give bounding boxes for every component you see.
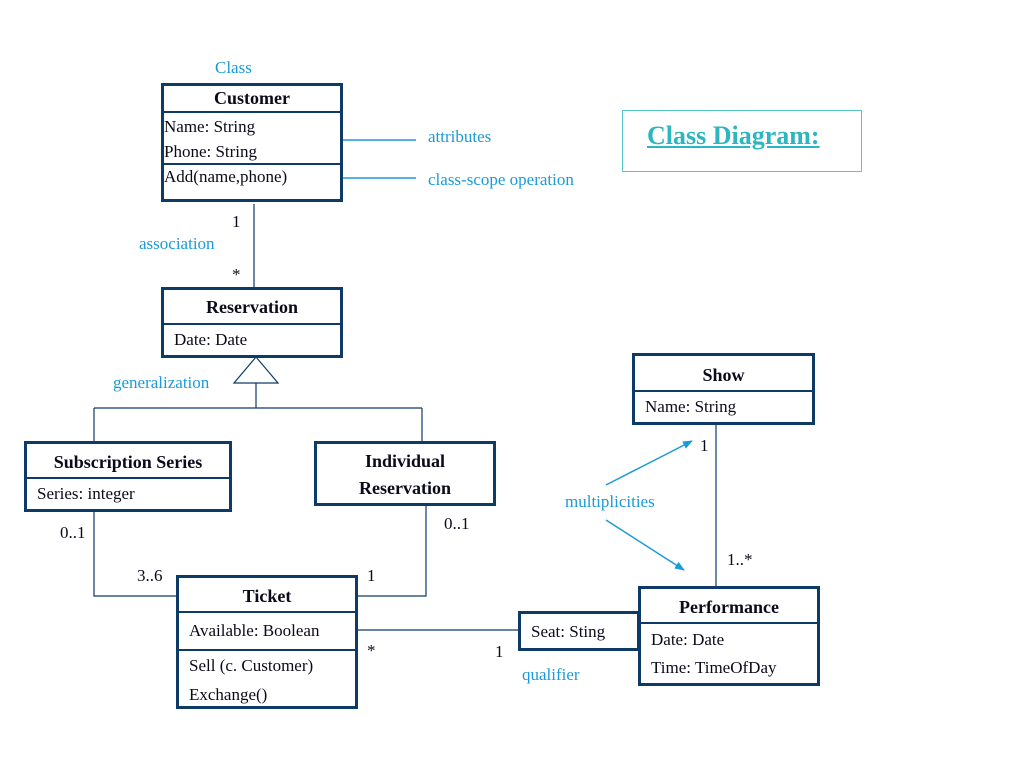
multiplicity-reservation: *	[232, 265, 241, 284]
class-ticket-operations: Sell (c. Customer) Exchange()	[179, 649, 355, 709]
subscription-ticket-line	[93, 511, 178, 597]
multiplicity-arrow-down	[605, 519, 685, 571]
attribute: Name: String	[164, 117, 256, 136]
attribute: Date: Date	[651, 630, 725, 649]
class-individual-name-line2: Reservation	[359, 478, 451, 498]
annotation-class-scope-operation: class-scope operation	[428, 170, 574, 189]
annotation-class: Class	[215, 58, 252, 77]
class-customer: Customer Name: String Phone: String Add(…	[161, 83, 343, 202]
multiplicity-customer: 1	[232, 212, 241, 231]
class-performance: Performance Date: Date Time: TimeOfDay	[638, 586, 820, 686]
multiplicity-show: 1	[700, 436, 709, 455]
annotation-qualifier: qualifier	[522, 665, 580, 684]
class-customer-name: Customer	[214, 88, 290, 108]
multiplicity-ticket-ind: 1	[367, 566, 376, 585]
qualifier-box: Seat: Sting	[518, 611, 640, 651]
class-performance-attributes: Date: Date Time: TimeOfDay	[641, 622, 817, 680]
multiplicity-ticket-seat: *	[367, 641, 376, 660]
class-reservation-name: Reservation	[206, 297, 298, 317]
attribute: Phone: String	[164, 142, 258, 161]
attribute: Series: integer	[37, 484, 135, 503]
annotation-generalization: generalization	[113, 373, 210, 392]
operation: Sell (c. Customer)	[189, 656, 314, 675]
class-reservation: Reservation Date: Date	[161, 287, 343, 358]
multiplicity-ticket-sub: 3..6	[137, 566, 163, 585]
attribute: Name: String	[645, 397, 737, 416]
class-individual-reservation: Individual Reservation	[314, 441, 496, 506]
annotation-association: association	[139, 234, 215, 253]
multiplicity-seat: 1	[495, 642, 504, 661]
operation: Add(name,phone)	[164, 167, 288, 186]
annotation-multiplicities: multiplicities	[565, 492, 655, 511]
class-performance-name: Performance	[679, 597, 779, 617]
class-show: Show Name: String	[632, 353, 815, 425]
class-customer-attributes: Name: String Phone: String	[164, 111, 340, 163]
title-box: Class Diagram:	[622, 110, 862, 172]
class-customer-operations: Add(name,phone)	[164, 163, 340, 189]
class-show-attributes: Name: String	[635, 390, 812, 422]
class-subscription-attributes: Series: integer	[27, 477, 229, 509]
operation: Exchange()	[189, 685, 268, 704]
attribute: Available: Boolean	[189, 621, 320, 640]
class-reservation-attributes: Date: Date	[164, 323, 340, 355]
class-show-name: Show	[702, 365, 745, 385]
generalization-triangle	[232, 356, 280, 384]
attribute: Date: Date	[174, 330, 248, 349]
annotation-attributes: attributes	[428, 127, 492, 146]
attribute: Time: TimeOfDay	[651, 658, 777, 677]
page-title: Class Diagram:	[647, 121, 820, 150]
multiplicity-subscription: 0..1	[60, 523, 86, 542]
individual-ticket-line	[357, 505, 427, 597]
class-ticket: Ticket Available: Boolean Sell (c. Custo…	[176, 575, 358, 709]
multiplicity-individual: 0..1	[444, 514, 470, 533]
class-subscription-name: Subscription Series	[53, 452, 203, 472]
qualifier-text: Seat: Sting	[531, 622, 606, 641]
class-ticket-name: Ticket	[242, 586, 292, 606]
class-ticket-attributes: Available: Boolean	[179, 611, 355, 649]
class-individual-name-line1: Individual	[364, 451, 446, 471]
class-subscription-series: Subscription Series Series: integer	[24, 441, 232, 512]
multiplicity-performance: 1..*	[727, 550, 753, 569]
multiplicity-arrow-up	[605, 440, 693, 486]
